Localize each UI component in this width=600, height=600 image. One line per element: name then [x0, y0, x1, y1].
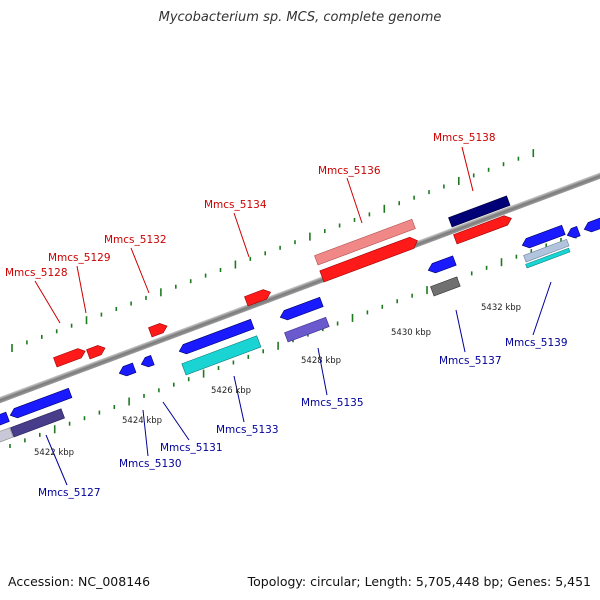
gene-feature[interactable] — [314, 218, 416, 266]
gene-feature[interactable] — [523, 239, 570, 263]
genome-backbone — [0, 166, 600, 410]
gene-feature[interactable] — [582, 217, 600, 234]
connector-line — [233, 375, 245, 423]
gene-feature[interactable] — [430, 276, 461, 297]
gene-feature[interactable] — [86, 343, 106, 360]
kbp-labels: 5422 kbp 5424 kbp 5426 kbp 5428 kbp 5430… — [34, 303, 521, 458]
gene-label: Mmcs_5138 — [433, 132, 496, 144]
gene-feature[interactable] — [181, 335, 262, 376]
gene-label: Mmcs_5128 — [5, 267, 68, 279]
gene-label: Mmcs_5139 — [505, 337, 568, 349]
gene-label: Mmcs_5136 — [318, 165, 381, 177]
kbp-label: 5426 kbp — [211, 386, 251, 396]
gene-feature[interactable] — [278, 296, 324, 322]
kbp-label: 5422 kbp — [34, 448, 74, 458]
kbp-label: 5432 kbp — [481, 303, 521, 313]
tick-row-outer — [11, 149, 535, 352]
gene-feature[interactable] — [284, 316, 330, 343]
gene-labels: Mmcs_5128 Mmcs_5129 Mmcs_5132 Mmcs_5134 … — [5, 132, 568, 499]
gene-feature[interactable] — [8, 387, 73, 420]
connector-line — [317, 347, 328, 396]
connector-line — [233, 212, 250, 258]
gene-label: Mmcs_5130 — [119, 458, 182, 470]
connector-line — [45, 434, 68, 486]
connector-line — [162, 401, 190, 441]
kbp-label: 5424 kbp — [122, 416, 162, 426]
accession-label: Accession: NC_008146 — [8, 574, 151, 589]
gene-feature[interactable] — [426, 255, 457, 275]
gene-label: Mmcs_5135 — [301, 397, 364, 409]
connector-line — [461, 146, 474, 192]
gene-feature[interactable] — [53, 346, 86, 368]
gene-feature[interactable] — [117, 362, 137, 378]
connector-line — [532, 281, 552, 336]
gene-label: Mmcs_5134 — [204, 199, 267, 211]
gene-feature[interactable] — [319, 235, 420, 283]
gene-label: Mmcs_5131 — [160, 442, 223, 454]
gene-feature[interactable] — [525, 247, 571, 269]
gene-feature[interactable] — [453, 214, 513, 245]
kbp-label: 5428 kbp — [301, 356, 341, 366]
gene-feature[interactable] — [565, 226, 581, 240]
connector-line — [142, 409, 149, 457]
map-title: Mycobacterium sp. MCS, complete genome — [158, 10, 442, 25]
gene-label: Mmcs_5132 — [104, 234, 167, 246]
gene-feature[interactable] — [0, 411, 10, 426]
connector-line — [346, 177, 363, 224]
forward-genes — [53, 195, 513, 368]
label-connectors — [34, 146, 552, 486]
gene-feature[interactable] — [139, 355, 155, 369]
gene-feature[interactable] — [520, 224, 566, 250]
genome-summary: Topology: circular; Length: 5,705,448 bp… — [247, 574, 591, 589]
connector-line — [130, 247, 150, 294]
gene-feature[interactable] — [448, 195, 511, 228]
connector-line — [76, 265, 87, 314]
reverse-genes — [0, 217, 600, 443]
connector-line — [34, 280, 61, 324]
gene-label: Mmcs_5133 — [216, 424, 279, 436]
gene-label: Mmcs_5129 — [48, 252, 111, 264]
gene-feature[interactable] — [244, 288, 272, 307]
gene-feature[interactable] — [10, 408, 65, 438]
gene-label: Mmcs_5137 — [439, 355, 502, 367]
gene-label: Mmcs_5127 — [38, 487, 101, 499]
connector-line — [455, 309, 466, 353]
gene-feature[interactable] — [177, 318, 255, 356]
kbp-label: 5430 kbp — [391, 328, 431, 338]
gene-feature[interactable] — [148, 321, 168, 338]
gene-feature[interactable] — [0, 427, 14, 443]
